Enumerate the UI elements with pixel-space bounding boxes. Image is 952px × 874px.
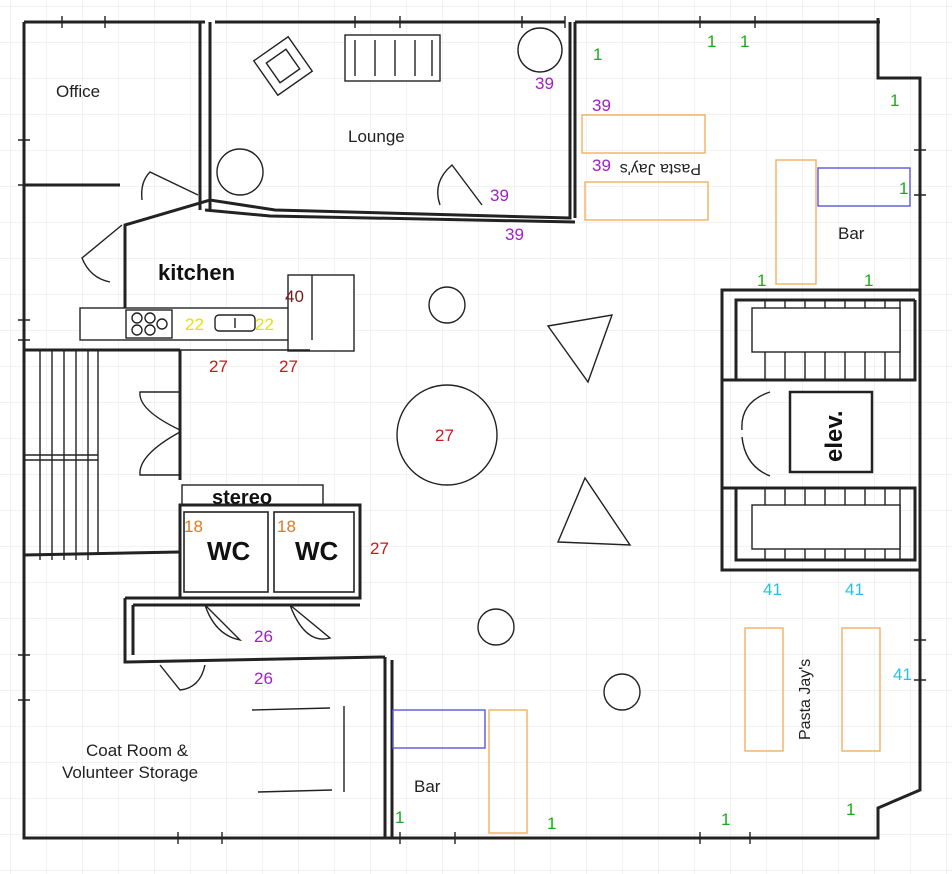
marker-orange: 18 [277,517,296,536]
marker-purple: 39 [592,156,611,175]
wc-right-label: WC [295,536,339,566]
marker-violet: 26 [254,627,273,646]
wc-blocks [178,503,362,600]
lounge-furniture [216,27,563,206]
marker-yellow: 22 [255,315,274,334]
marker-darkred: 40 [285,287,304,306]
kitchen-label: kitchen [158,260,235,285]
marker-orange: 18 [184,517,203,536]
marker-green: 1 [899,179,908,198]
bar-label-bottom: Bar [414,777,441,796]
marker-red: 27 [209,357,228,376]
lounge-label: Lounge [348,127,405,146]
marker-violet: 26 [254,669,273,688]
marker-green: 1 [864,271,873,290]
marker-purple: 39 [535,74,554,93]
marker-green: 1 [890,91,899,110]
right-stair-block [720,288,920,572]
marker-red: 27 [279,357,298,376]
marker-green: 1 [395,808,404,827]
left-stairwell [23,350,99,560]
marker-green: 1 [846,800,855,819]
bar-tables [392,159,911,834]
office-walls [24,183,180,352]
kitchen-walls [79,274,355,352]
marker-green: 1 [721,810,730,829]
corridor-doors [159,604,332,691]
elevator: elev. [741,390,874,477]
marker-green: 1 [740,32,749,51]
lounge-walls [123,22,577,310]
pasta-jays-tables [581,114,881,752]
pasta-jays-label-right: Pasta Jay's [797,659,814,740]
marker-cyan: 41 [893,665,912,684]
capacity-markers: 1 1 1 1 1 1 1 1 1 1 1 39 39 39 39 39 40 … [184,32,912,833]
outer-walls [22,18,922,840]
coat-room-label-1: Coat Room & [86,741,189,760]
elevator-label: elev. [821,410,848,462]
marker-green: 1 [707,32,716,51]
marker-red: 27 [370,539,389,558]
marker-yellow: 22 [185,315,204,334]
stairwell-doors [139,391,181,476]
marker-purple: 39 [592,96,611,115]
central-tables [396,286,641,711]
office-door [81,171,199,283]
marker-red: 27 [435,426,454,445]
marker-green: 1 [547,814,556,833]
pasta-jays-label-top: Pasta Jay's [620,160,701,177]
marker-cyan: 41 [763,580,782,599]
wc-corridor [123,596,394,838]
coat-room-label-2: Volunteer Storage [62,763,198,782]
marker-cyan: 41 [845,580,864,599]
office-label: Office [56,82,100,101]
bar-label-top: Bar [838,224,865,243]
marker-purple: 39 [505,225,524,244]
coat-room-shelves [251,706,345,793]
stair-steps [751,300,901,560]
windows [18,16,926,844]
marker-purple: 39 [490,186,509,205]
marker-green: 1 [757,271,766,290]
wc-left-label: WC [207,536,251,566]
marker-green: 1 [593,45,602,64]
left-stairwell-wall [23,350,182,557]
